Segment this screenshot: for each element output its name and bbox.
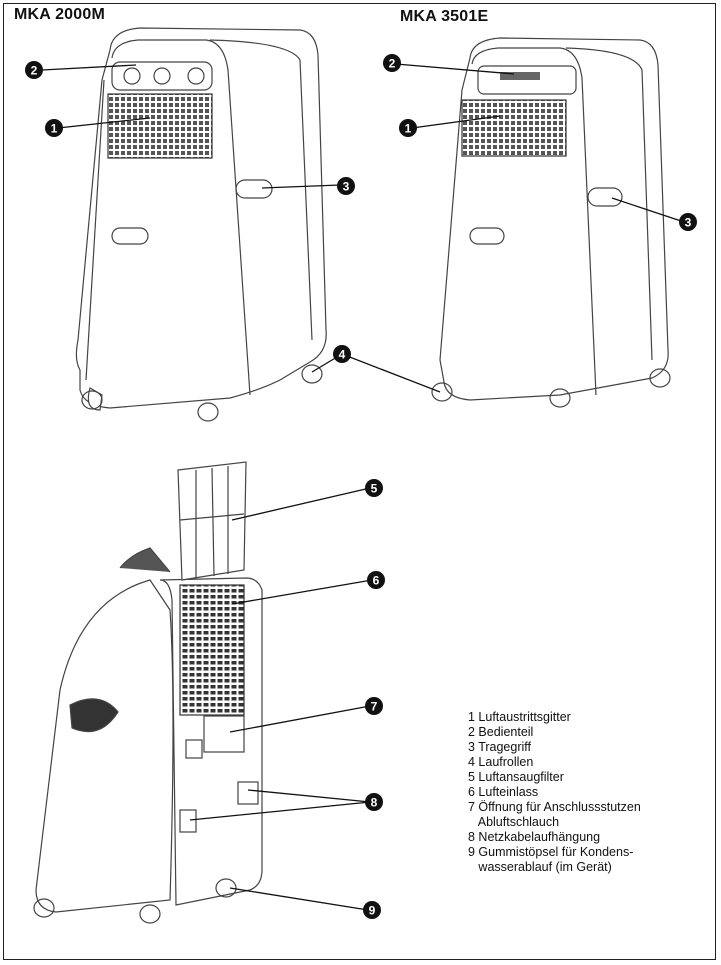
legend-item: 7 Öffnung für Anschlussstutzen [468, 800, 641, 814]
callout-3-right-label: 3 [685, 216, 692, 230]
legend-item: 1 Luftaustrittsgitter [468, 710, 571, 724]
callout-5-label: 5 [371, 482, 378, 496]
legend-item: wasserablauf (im Gerät) [468, 860, 612, 874]
callout-1-left-label: 1 [51, 122, 58, 136]
unit-mka-3501e [431, 37, 671, 408]
leader-lines [41, 63, 685, 911]
callout-2-left-label: 2 [31, 64, 38, 78]
callout-4-label: 4 [339, 348, 346, 362]
callout-9-label: 9 [369, 904, 376, 918]
callout-7: 7 [365, 697, 383, 715]
parts-legend: 1 Luftaustrittsgitter 2 Bedienteil 3 Tra… [468, 710, 641, 875]
callout-6: 6 [367, 571, 385, 589]
callout-4: 4 [333, 345, 351, 363]
callout-8-label: 8 [371, 796, 378, 810]
callout-8: 8 [365, 793, 383, 811]
legend-item: 2 Bedienteil [468, 725, 534, 739]
callout-1-right: 1 [399, 119, 417, 137]
legend-item: Abluftschlauch [468, 815, 560, 829]
legend-item: 8 Netzkabelaufhängung [468, 830, 601, 844]
callout-2-right: 2 [383, 54, 401, 72]
unit-rear-view [33, 461, 263, 924]
legend-item: 9 Gummistöpsel für Kondens- [468, 845, 634, 859]
callout-3-left-label: 3 [343, 180, 350, 194]
model-title-right: MKA 3501E [400, 8, 489, 25]
unit-mka-2000m [75, 27, 327, 422]
callouts: 2 1 3 4 2 1 3 5 6 7 8 9 [25, 54, 697, 919]
callout-6-label: 6 [373, 574, 380, 588]
callout-2-right-label: 2 [389, 57, 396, 71]
callout-2-left: 2 [25, 61, 43, 79]
callout-3-left: 3 [337, 177, 355, 195]
callout-3-right: 3 [679, 213, 697, 231]
legend-item: 4 Laufrollen [468, 755, 534, 769]
callout-1-right-label: 1 [405, 122, 412, 136]
legend-item: 3 Tragegriff [468, 740, 532, 754]
model-title-left: MKA 2000M [14, 6, 106, 23]
callout-7-label: 7 [371, 700, 378, 714]
legend-item: 5 Luftansaugfilter [468, 770, 564, 784]
callout-9: 9 [363, 901, 381, 919]
callout-5: 5 [365, 479, 383, 497]
legend-item: 6 Lufteinlass [468, 785, 539, 799]
figure-frame [3, 3, 716, 960]
callout-1-left: 1 [45, 119, 63, 137]
